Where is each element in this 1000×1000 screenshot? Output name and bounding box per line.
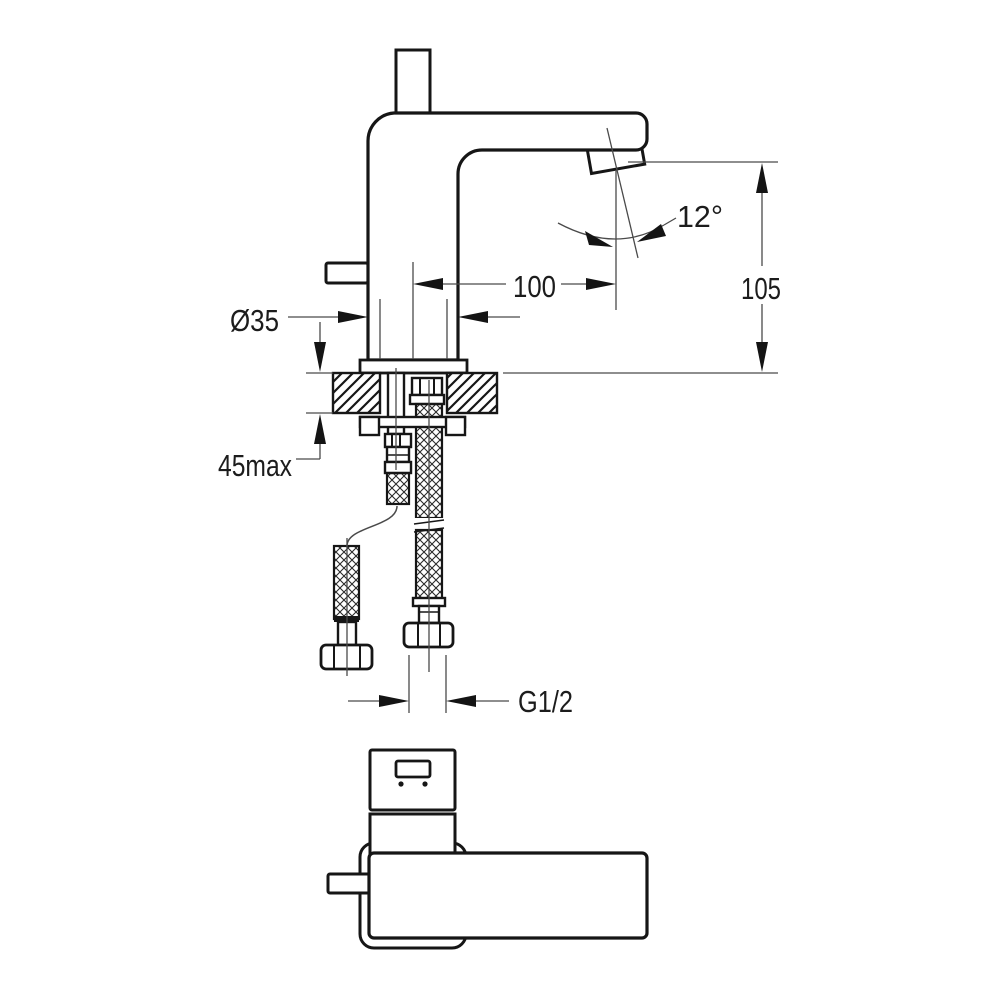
- hose-nut-left-facets: [333, 645, 361, 669]
- reach-arrow-right: [586, 278, 616, 290]
- plan-side-lever: [326, 872, 372, 895]
- dia35-arrow-right: [458, 311, 488, 323]
- construction-lines: [306, 127, 778, 713]
- angle-arrow-left: [585, 231, 613, 247]
- angle-label: 12°: [677, 199, 723, 234]
- plan-indicator-dot-left: [398, 781, 404, 787]
- dimension-connection-thread: G1/2: [348, 684, 573, 719]
- dimension-overall-height: 105: [741, 163, 781, 372]
- dia35-label: Ø35: [230, 303, 279, 338]
- plan-view: [326, 748, 649, 950]
- base-plate: [358, 358, 469, 375]
- handle-stem: [394, 48, 432, 115]
- supply-hose-left-upper: [385, 471, 411, 506]
- mounting-bracket-tab-right: [444, 415, 467, 437]
- dimension-deck-thickness: 45max: [218, 322, 326, 483]
- height-arrow-bottom: [756, 342, 768, 372]
- height-label: 105: [741, 271, 781, 306]
- angle-arrow-right: [637, 224, 666, 242]
- thread-arrow-left: [379, 695, 409, 707]
- hose-connection-nut: [410, 376, 444, 397]
- deck-arrow-top: [314, 342, 326, 372]
- spout-angle-line: [606, 127, 639, 259]
- hose-nut-right-facets: [417, 623, 441, 647]
- plan-spout: [367, 851, 649, 940]
- reach-arrow-left: [413, 278, 443, 290]
- deck-hole-extension-lines: [379, 299, 448, 359]
- dimensions: Ø35 100 105 12° 45max: [218, 163, 781, 719]
- countertop-section-left: [331, 371, 382, 415]
- deck-label: 45max: [218, 448, 292, 483]
- thread-label: G1/2: [518, 684, 573, 719]
- angle-leader: [663, 217, 677, 226]
- countertop-section-right: [445, 371, 499, 415]
- hose-connection-nut-facets: [419, 378, 435, 395]
- object-geometry: [319, 48, 649, 950]
- dia35-arrow-left: [338, 311, 368, 323]
- deck-extension-lines: [306, 372, 333, 414]
- reach-label: 100: [513, 269, 556, 304]
- plan-handle-stem: [368, 812, 457, 856]
- plan-handle-inset: [394, 759, 432, 779]
- stud-mounting-nut-facets: [391, 434, 401, 447]
- thread-extension-lines: [408, 655, 447, 713]
- height-extension-lines: [503, 161, 778, 374]
- hose-leader-curve: [346, 505, 398, 547]
- plan-handle: [368, 748, 457, 812]
- dimension-spout-reach: 100: [413, 269, 616, 304]
- mounting-bracket-tab-left: [358, 415, 381, 437]
- dimension-body-diameter: Ø35: [230, 303, 520, 338]
- stud-collar: [383, 460, 413, 475]
- plan-indicator-dot-right: [422, 781, 428, 787]
- front-view: [319, 48, 649, 671]
- deck-arrow-bottom: [314, 414, 326, 444]
- faucet-body-outline: [366, 111, 649, 362]
- dimension-spout-angle: 12°: [557, 199, 723, 247]
- stud-mounting-nut: [383, 432, 413, 449]
- deck-dim-line: [296, 322, 321, 460]
- connection-washer: [408, 393, 446, 406]
- height-arrow-top: [756, 163, 768, 193]
- thread-arrow-right: [446, 695, 476, 707]
- side-control-lever: [324, 261, 370, 285]
